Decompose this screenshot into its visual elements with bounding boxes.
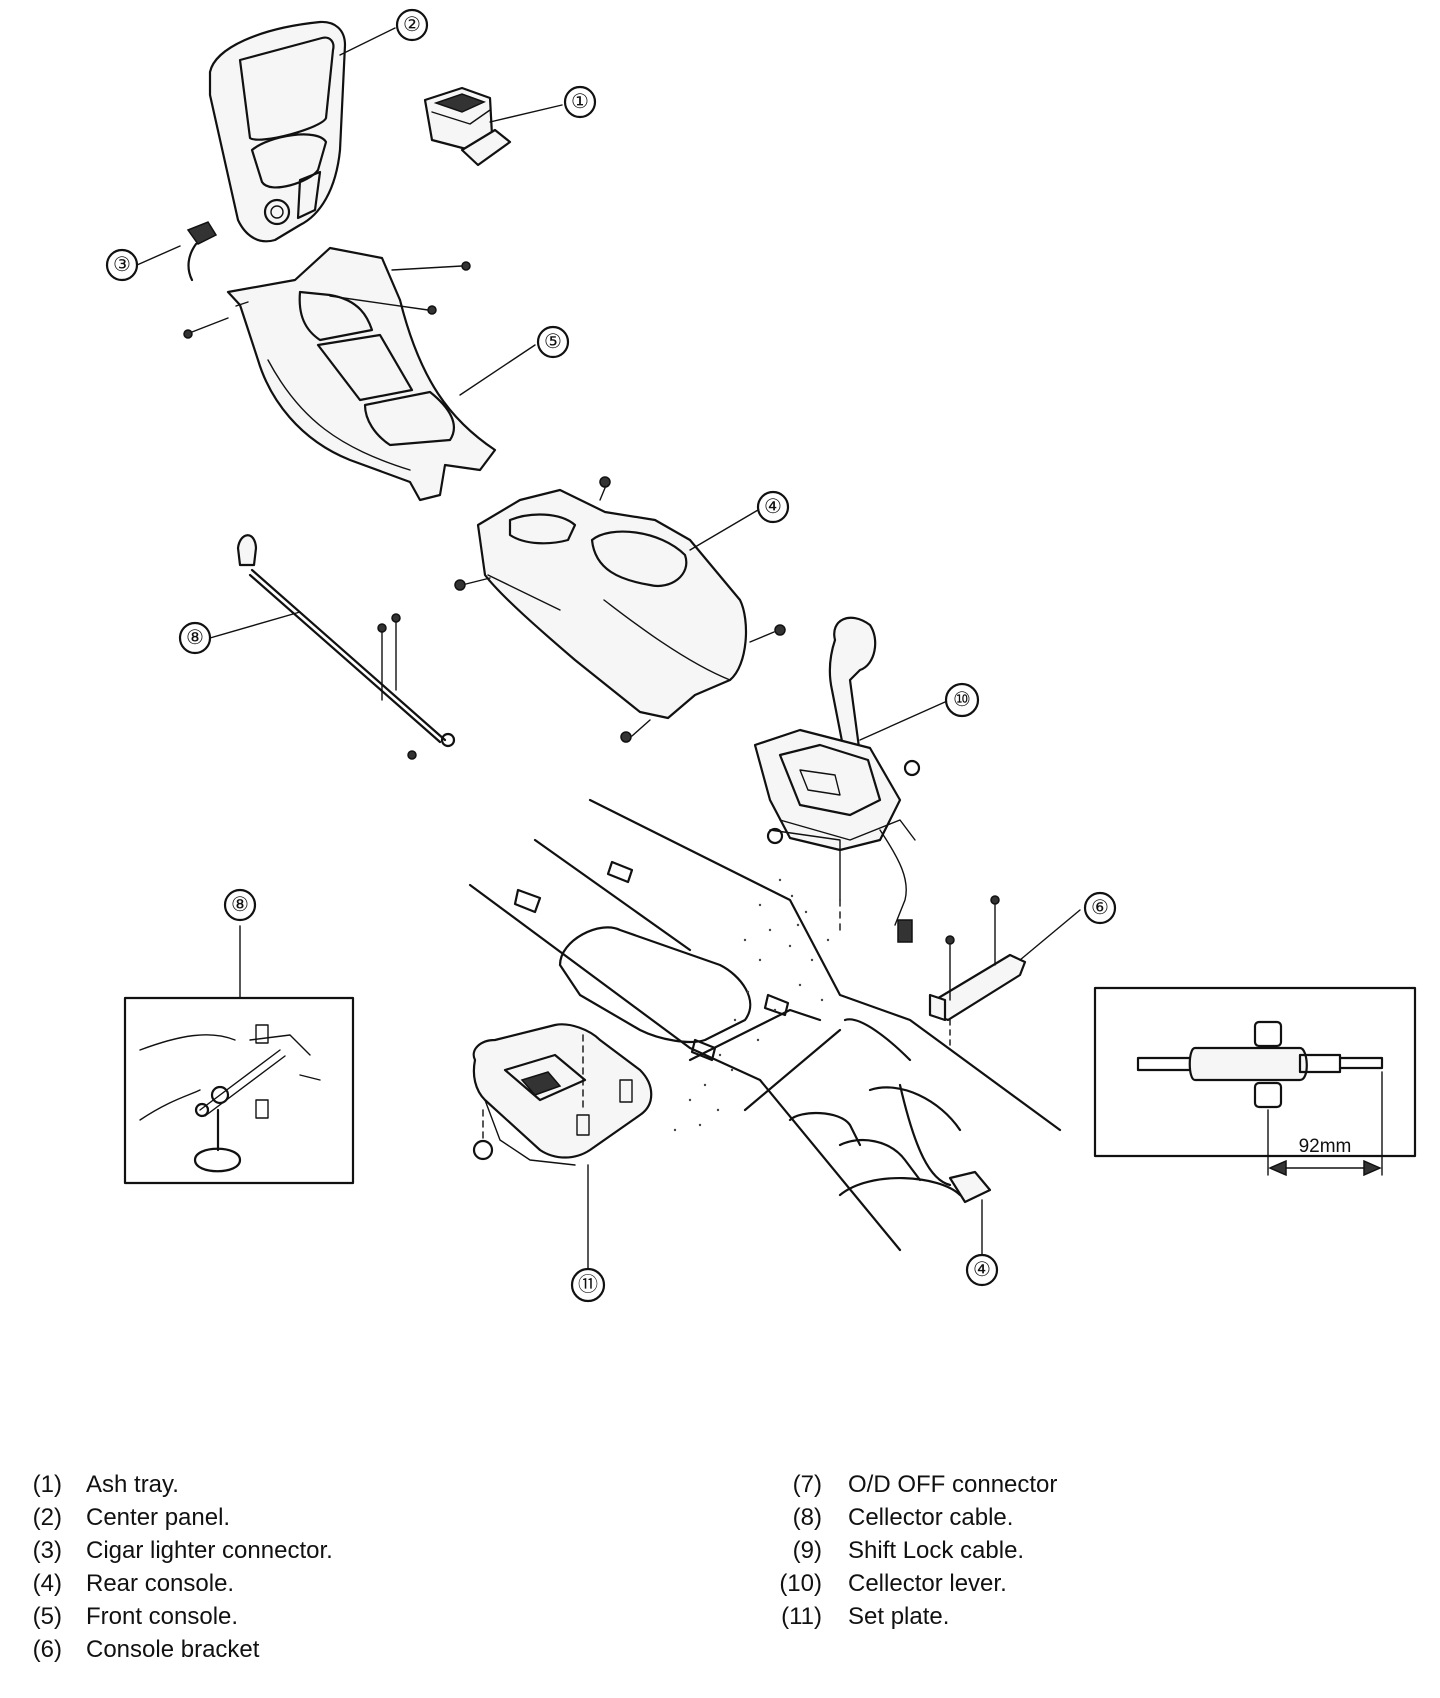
front-console-screws: [183, 261, 471, 339]
leader-lines: [136, 27, 1081, 1271]
legend-number: (7): [792, 1471, 822, 1498]
legend-number: (2): [32, 1504, 62, 1531]
svg-text:①: ①: [571, 91, 589, 113]
svg-text:④: ④: [764, 496, 782, 518]
legend-item: (8) Cellector cable.: [760, 1501, 1057, 1534]
legend-item: (11) Set plate.: [760, 1600, 1057, 1633]
legend-label: Cellector lever.: [848, 1570, 1007, 1597]
cellector-cable-inset: [123, 925, 355, 1185]
dimension-inset: 92mm: [1093, 986, 1417, 1177]
callout-8-inset: ⑧: [223, 888, 257, 922]
cellector-cable: [236, 534, 456, 760]
callout-4-bottom: ④: [965, 1253, 999, 1287]
legend-number: (9): [792, 1537, 822, 1564]
legend-label: Center panel.: [86, 1504, 231, 1531]
legend-label: Ash tray.: [86, 1471, 179, 1498]
legend-item: (9) Shift Lock cable.: [760, 1534, 1057, 1567]
callout-3: ③: [105, 248, 139, 282]
legend-label: Console bracket: [86, 1636, 260, 1663]
front-console: [226, 246, 497, 502]
legend-left: (1) Ash tray. (2) Center panel. (3) Cigar l…: [10, 1468, 333, 1666]
svg-text:⑪: ⑪: [578, 1273, 598, 1296]
legend-number: (1): [32, 1471, 62, 1498]
callout-11: ⑪: [570, 1267, 606, 1303]
callout-6: ⑥: [1083, 891, 1117, 925]
callout-10: ⑩: [944, 682, 980, 718]
svg-text:⑧: ⑧: [231, 894, 249, 916]
svg-text:②: ②: [403, 14, 421, 36]
svg-text:⑤: ⑤: [544, 331, 562, 353]
legend-label: Shift Lock cable.: [848, 1537, 1025, 1564]
legend-item: (2) Center panel.: [10, 1501, 333, 1534]
callout-1: ①: [563, 85, 597, 119]
cigar-lighter-connector: [186, 221, 218, 282]
svg-text:③: ③: [113, 254, 131, 276]
od-off-connector: [898, 1083, 992, 1204]
legend-item: (4) Rear console.: [10, 1567, 333, 1600]
legend-item: (5) Front console.: [10, 1600, 333, 1633]
legend-item: (7) O/D OFF connector: [760, 1468, 1058, 1501]
legend-number: (3): [32, 1537, 62, 1564]
legend-number: (11): [781, 1603, 822, 1630]
callout-5: ⑤: [536, 325, 570, 359]
legend-label: Set plate.: [848, 1603, 950, 1630]
console-bracket: [928, 895, 1027, 1046]
center-panel: [208, 20, 347, 243]
rear-console: [476, 488, 748, 720]
legend-label: Rear console.: [86, 1570, 235, 1597]
rear-console-screws: [454, 476, 786, 743]
svg-text:⑥: ⑥: [1091, 897, 1109, 919]
svg-text:⑩: ⑩: [953, 689, 971, 711]
floor-stipple: [673, 878, 830, 1132]
legend-item: (1) Ash tray.: [10, 1468, 333, 1501]
svg-text:⑧: ⑧: [186, 627, 204, 649]
legend-item: (3) Cigar lighter connector.: [10, 1534, 333, 1567]
legend-label: Front console.: [86, 1603, 239, 1630]
legend-number: (6): [32, 1636, 62, 1663]
ash-tray: [423, 86, 512, 167]
legend-right: (7) O/D OFF connector (8) Cellector cable.…: [760, 1468, 1057, 1633]
callout-2: ②: [395, 8, 429, 42]
legend-item: (6) Console bracket: [10, 1633, 333, 1666]
legend-number: (10): [779, 1570, 822, 1597]
legend-item: (10) Cellector lever.: [760, 1567, 1057, 1600]
callout-4: ④: [756, 490, 790, 524]
legend-label: Cigar lighter connector.: [86, 1537, 333, 1564]
legend-number: (5): [32, 1603, 62, 1630]
set-plate: [472, 1023, 653, 1166]
svg-text:④: ④: [973, 1259, 991, 1281]
legend-number: (4): [32, 1570, 62, 1597]
legend-label: Cellector cable.: [848, 1504, 1014, 1531]
cellector-lever: [753, 616, 921, 943]
callout-8: ⑧: [178, 621, 212, 655]
legend-label: O/D OFF connector: [848, 1471, 1058, 1498]
dimension-label: 92mm: [1299, 1136, 1352, 1157]
legend-number: (8): [792, 1504, 822, 1531]
